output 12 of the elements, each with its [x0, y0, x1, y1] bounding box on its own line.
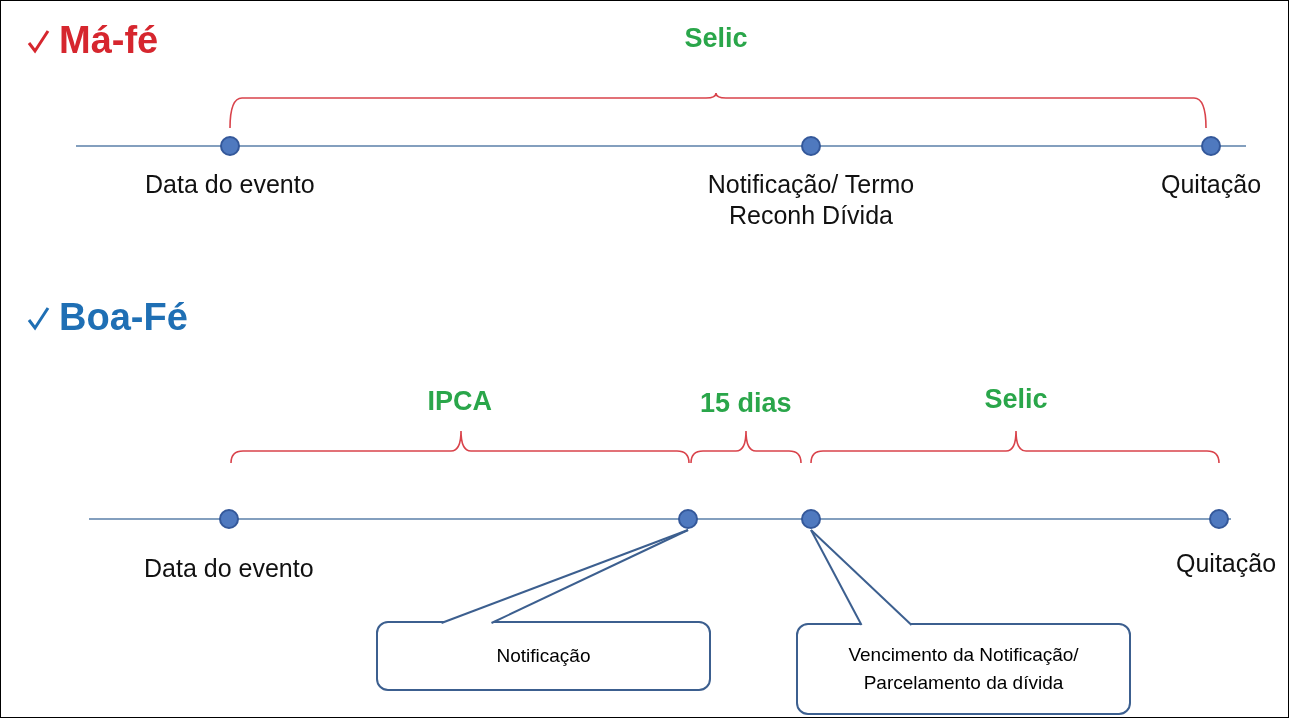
date-label: Data do evento: [145, 169, 315, 200]
interval-label: Selic: [684, 23, 748, 54]
date-label: Notificação/ Termo Reconh Dívida: [706, 169, 916, 231]
interval-label: Selic: [984, 384, 1048, 415]
interval-label: IPCA: [427, 386, 492, 417]
section-heading: Má-fé: [59, 19, 159, 62]
date-label: Quitação: [1176, 548, 1277, 579]
date-label: Data do evento: [144, 553, 314, 584]
callout-box: Notificação: [376, 621, 711, 691]
section-heading: Boa-Fé: [59, 296, 188, 339]
interval-label: 15 dias: [700, 388, 792, 419]
date-label: Quitação: [1161, 169, 1262, 200]
